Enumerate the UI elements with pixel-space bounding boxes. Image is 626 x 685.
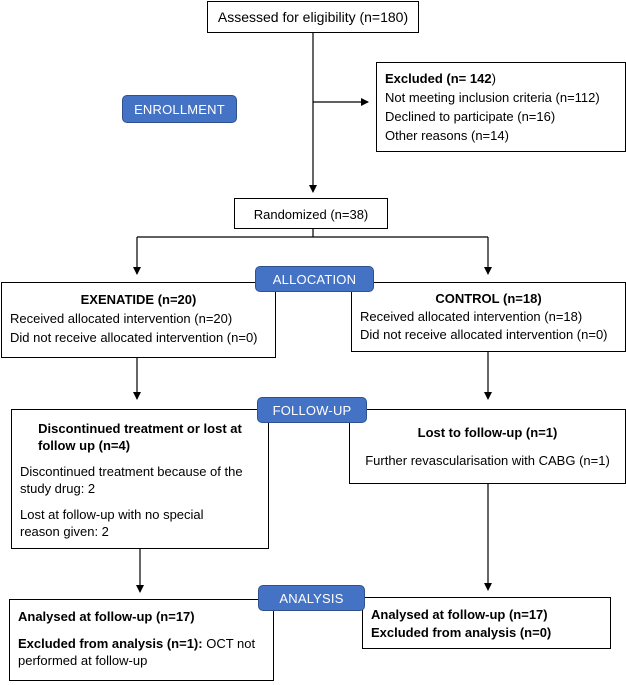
followup-left-item2-2: reason given: 2 [20,524,109,539]
exenatide-box: EXENATIDE (n=20) Received allocated inte… [1,282,276,358]
analysis-left-excl-label: Excluded from analysis (n=1): [18,636,203,651]
followup-left-box: Discontinued treatment or lost at follow… [11,409,269,549]
assessed-text: Assessed for eligibility (n=180) [217,9,409,25]
excluded-title-close: ) [491,71,496,86]
analysis-label: ANALYSIS [258,585,365,611]
excluded-box: Excluded (n= 142) Not meeting inclusion … [376,62,626,152]
analysis-right-excl: Excluded from analysis (n=0) [371,625,552,640]
excluded-item-inclusion: Not meeting inclusion criteria (n=112) [385,90,600,105]
allocation-label: ALLOCATION [255,266,374,292]
excluded-item-other: Other reasons (n=14) [385,128,509,143]
followup-left-title-2: follow up (n=4) [38,438,131,453]
control-box: CONTROL (n=18) Received allocated interv… [351,282,626,352]
control-received: Received allocated intervention (n=18) [360,309,583,324]
excluded-title: Excluded (n= 142 [385,71,492,86]
analysis-left-box: Analysed at follow-up (n=17) Excluded fr… [9,599,274,681]
randomized-box: Randomized (n=38) [234,198,388,229]
excluded-item-declined: Declined to participate (n=16) [385,109,556,124]
followup-label: FOLLOW-UP [257,397,367,423]
analysis-left-excl-rest: OCT not [202,636,256,651]
exenatide-title: EXENATIDE (n=20) [80,292,197,307]
analysis-left-title: Analysed at follow-up (n=17) [18,609,195,624]
control-title: CONTROL (n=18) [435,291,542,306]
control-not-received: Did not receive allocated intervention (… [360,327,608,342]
analysis-left-excl-rest-2: performed at follow-up [18,653,148,668]
followup-left-title-1: Discontinued treatment or lost at [38,421,242,436]
followup-right-box: Lost to follow-up (n=1) Further revascul… [349,409,626,484]
followup-right-title: Lost to follow-up (n=1) [417,425,558,440]
followup-right-item: Further revascularisation with CABG (n=1… [365,453,610,468]
exenatide-not-received: Did not receive allocated intervention (… [10,330,258,345]
exenatide-received: Received allocated intervention (n=20) [10,311,233,326]
enrollment-label: ENROLLMENT [122,95,237,123]
followup-left-item1-1: Discontinued treatment because of the [20,464,243,479]
followup-left-item2-1: Lost at follow-up with no special [20,507,204,522]
followup-left-item1-2: study drug: 2 [20,481,96,496]
randomized-text: Randomized (n=38) [253,207,369,222]
assessed-box: Assessed for eligibility (n=180) [207,1,419,33]
analysis-right-box: Analysed at follow-up (n=17) Excluded fr… [362,597,611,649]
analysis-right-title: Analysed at follow-up (n=17) [371,607,548,622]
